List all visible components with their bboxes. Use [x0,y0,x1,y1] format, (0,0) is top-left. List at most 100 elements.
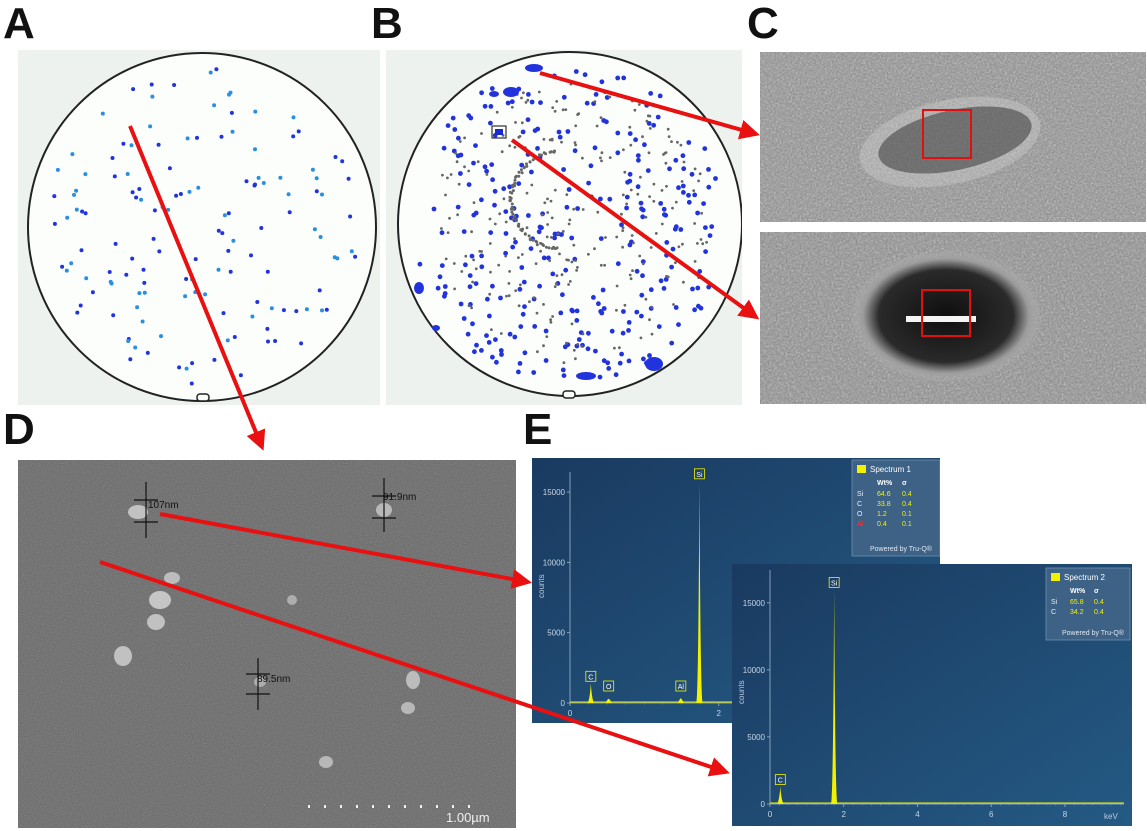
defect-dot [482,164,488,170]
defect-dot [335,256,340,261]
defect-dot [513,181,517,185]
defect-dot [417,261,423,267]
sem-particle [401,702,415,714]
defect-dot [591,295,596,300]
defect-dot [542,344,545,348]
defect-dot [581,332,585,336]
defect-dot [706,184,712,190]
defect-dot [504,254,508,258]
defect-dot [549,150,553,154]
legend-row-sigma: 0.4 [1094,599,1104,606]
defect-dot [631,99,634,103]
defect-dot [139,197,144,202]
defect-dot [574,308,580,314]
defect-dot [269,306,274,311]
spectrum-peak-label-box [694,468,705,480]
defect-dot [606,366,612,371]
defect-dot [488,230,494,236]
defect-dot [320,308,324,313]
defect-dot [593,92,599,97]
legend-row-element: O [857,511,863,518]
defect-dot [621,309,626,314]
defect-dot [553,109,557,113]
defect-dot [456,213,459,217]
defect-dot [608,156,612,159]
defect-dot [498,295,503,301]
sem-particle [149,591,171,609]
defect-dot [634,268,640,274]
defect-dot [349,249,354,254]
defect-dot [461,316,467,321]
measurement-label-3: 89.5nm [257,674,290,685]
defect-dot [193,257,198,262]
defect-dot [100,111,105,116]
defect-dot [511,189,515,193]
defect-dot [509,99,515,105]
defect-dot [513,178,517,182]
spectrum-1-legend-title: Spectrum 1 [870,465,911,474]
defect-dot [686,192,691,198]
defect-dot [667,135,671,138]
defect-dot [642,142,647,148]
defect-dot [544,245,548,249]
defect-dot [495,110,499,114]
defect-dot [553,188,557,192]
defect-dot [502,197,506,201]
defect-dot [499,352,504,357]
defect-dot [471,280,474,284]
defect-dot [549,199,553,203]
spectrum-1-col-wt: Wt% [877,480,893,487]
scale-bar [308,805,470,808]
defect-dot [490,354,495,360]
sem-particle [128,505,148,519]
defect-dot [142,280,147,285]
defect-dot [574,143,577,147]
spectrum-y-tick-label: 5000 [547,629,565,638]
defect-dot [640,214,646,220]
defect-dot [129,143,134,148]
defect-dot [166,207,171,212]
defect-dot [470,230,473,234]
defect-dot [632,241,635,245]
defect-dot [320,192,324,197]
defect-dot [680,180,684,183]
defect-dot [621,245,624,249]
defect-dot [531,370,537,375]
defect-dot [648,91,654,96]
defect-dot [528,237,532,241]
defect-dot [216,228,221,233]
defect-dot [492,188,498,194]
defect-dot [550,271,556,277]
defect-dot [157,249,162,254]
defect-dot [80,209,85,214]
defect-dot [586,180,591,186]
defect-dot [637,103,641,106]
defect-dot [573,69,579,74]
defect-dot [513,237,516,241]
spectrum-peak-label: Al [678,684,685,691]
defect-dot [665,184,668,188]
defect-dot [222,213,227,218]
defect-dot [500,150,504,154]
defect-dot [324,307,329,312]
defect-dot [638,200,644,206]
defect-dot [657,93,663,99]
defect-cluster [503,87,519,97]
defect-dot [472,258,475,262]
defect-dot [561,230,565,233]
defect-dot [617,360,623,366]
defect-dot [549,318,552,322]
defect-dot [214,67,219,72]
defect-dot [706,167,711,172]
defect-dot [551,315,554,318]
defect-dot [707,233,713,239]
defect-dot [593,348,598,354]
scale-bar-tick [356,805,358,808]
defect-dot [676,322,681,327]
defect-dot [599,79,605,85]
defect-dot [550,247,554,250]
defect-dot [212,103,217,108]
defect-dot [631,269,634,272]
defect-dot [130,190,135,195]
sem-particle [164,572,180,584]
